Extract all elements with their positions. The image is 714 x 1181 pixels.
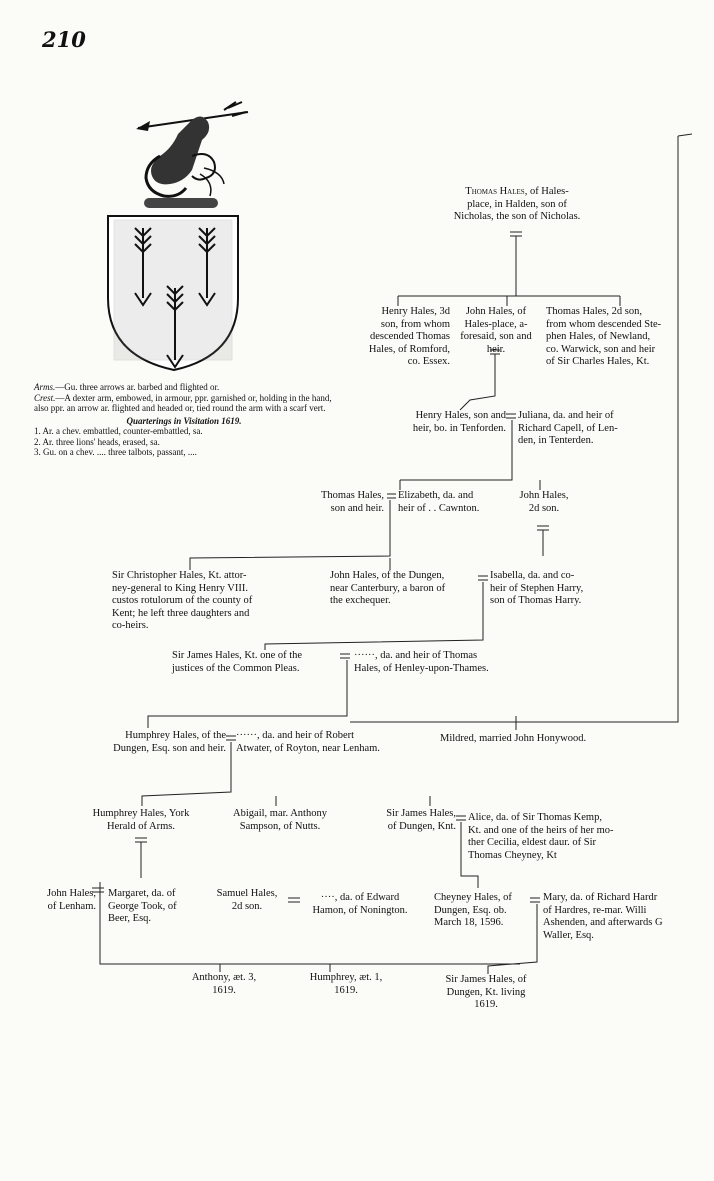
juliana-capell: Juliana, da. and heir of Richard Capell,… [518,410,618,446]
margaret-took: Margaret, da. of George Took, of Beer, E… [108,888,177,924]
mary-hardres: Mary, da. of Richard Hardr of Hardres, r… [543,892,663,941]
thomas-hales-son-heir: Thomas Hales, son and heir. [321,490,384,514]
john-hales-lenham: John Hales, of Lenham. [47,888,96,912]
page-number: 210 [42,27,86,52]
quarterings-title: Quarterings in Visitation 1619. [126,415,242,426]
anthony-aet-3: Anthony, æt. 3, 1619. [191,972,257,996]
john-hales-2d-son: John Hales, 2d son. [519,490,569,514]
sir-christopher-hales: Sir Christopher Hales, Kt. attor- ney-ge… [112,570,253,631]
thomas-hales-2d-son: Thomas Hales, 2d son, from whom descende… [546,306,662,367]
quartering-2: 2. Ar. three lions' heads, erased, sa. [34,436,160,447]
john-hales-dungen: John Hales, of the Dungen, near Canterbu… [330,570,446,606]
arms-label: Arms. [34,382,56,392]
crest-text: —A dexter arm, embowed, in armour, ppr. … [34,392,332,414]
sir-james-hales-justice: Sir James Hales, Kt. one of the justices… [172,650,303,674]
mildred-honywood: Mildred, married John Honywood. [440,733,587,744]
humphrey-hales-dungen: Humphrey Hales, of the Dungen, Esq. son … [113,730,226,754]
arms-text: —Gu. three arrows ar. barbed and flighte… [55,382,220,392]
elizabeth-cawnton: Elizabeth, da. and heir of . . Cawnton. [398,490,480,514]
isabella-harry: Isabella, da. and co- heir of Stephen Ha… [490,570,584,606]
samuel-hales: Samuel Hales, 2d son. [216,888,278,912]
alice-kemp: Alice, da. of Sir Thomas Kemp, Kt. and o… [468,812,614,861]
humphrey-hales-york-herald: Humphrey Hales, York Herald of Arms. [92,808,190,832]
hales-henley-upon-thames: ······, da. and heir of Thomas Hales, of… [354,650,489,674]
coat-of-arms-icon [107,101,249,372]
quartering-1: 1. Ar. a chev. embattled, counter-embatt… [34,426,203,436]
atwater-royton: ······, da. and heir of Robert Atwater, … [236,730,380,754]
john-hales-halesplace: John Hales, of Hales-place, a- foresaid,… [460,306,532,355]
sir-james-hales-dungen: Sir James Hales, of Dungen, Knt. [386,808,456,832]
crest-label: Crest. [34,392,56,403]
heraldry-description: Arms.—Gu. three arrows ar. barbed and fl… [34,382,334,458]
quartering-3: 3. Gu. on a chev. .... three talbots, pa… [34,447,197,457]
henry-hales-tenforden: Henry Hales, son and heir, bo. in Tenfor… [412,410,506,434]
cheyney-hales: Cheyney Hales, of Dungen, Esq. ob. March… [434,892,512,928]
thomas-hales-halesplace: Thomas Hales, of Hales- place, in Halden… [432,186,602,224]
sir-james-hales-living-1619: Sir James Hales, of Dungen, Kt. living 1… [445,974,527,1010]
thomas-hales-text: , of Hales- place, in Halden, son of Nic… [453,186,581,222]
henry-hales-3d-son: Henry Hales, 3d son, from whom descended… [368,306,450,367]
abigail-sampson: Abigail, mar. Anthony Sampson, of Nutts. [233,808,327,832]
humphrey-aet-1: Humphrey, æt. 1, 1619. [309,972,383,996]
thomas-hales-name: Thomas Hales [465,186,525,197]
hamon-nonington: ····, da. of Edward Hamon, of Nonington. [312,892,408,916]
